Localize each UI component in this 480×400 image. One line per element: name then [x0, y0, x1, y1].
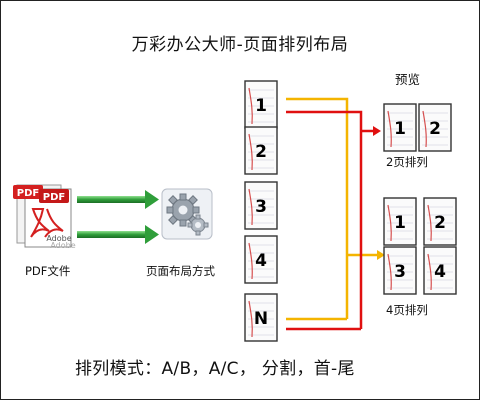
four-page-preview-4-number: 4	[434, 262, 446, 282]
four-page-preview-3: 3	[383, 246, 417, 295]
four-page-layout-label: 4页排列	[386, 303, 428, 317]
source-page-n-number: N	[254, 309, 268, 329]
four-page-preview-2-number: 2	[434, 213, 446, 233]
green-arrow-bottom	[77, 225, 159, 244]
four-page-preview-1: 1	[383, 197, 417, 246]
adobe-text-1: Adobe	[46, 234, 71, 243]
source-page-4: 4	[244, 235, 278, 284]
red-arrowhead	[373, 126, 381, 136]
source-page-1-number: 1	[255, 96, 267, 116]
two-page-preview-2: 2	[418, 103, 452, 152]
diagram-title: 万彩办公大师-页面排列布局	[131, 35, 349, 55]
four-page-preview-2: 2	[423, 197, 457, 246]
pdf-tag-1: PDF	[17, 188, 39, 199]
arrangement-mode-text: 排列模式：A/B，A/C， 分割，首-尾	[75, 359, 355, 379]
two-page-preview-2-number: 2	[429, 119, 441, 139]
source-page-1: 1	[244, 80, 278, 129]
four-page-preview-3-number: 3	[394, 262, 406, 282]
four-page-preview-4: 4	[423, 246, 457, 295]
pdf-file-label: PDF文件	[25, 264, 71, 278]
two-page-preview-1-number: 1	[394, 119, 406, 139]
green-arrow-top	[77, 190, 159, 209]
two-page-preview-1: 1	[383, 103, 417, 152]
adobe-text-2: Adobe	[50, 241, 75, 250]
source-page-2: 2	[244, 126, 278, 175]
two-page-layout-label: 2页排列	[386, 155, 428, 169]
page-layout-label: 页面布局方式	[146, 264, 215, 278]
source-page-3-number: 3	[255, 197, 267, 217]
pdf-tag-2: PDF	[43, 192, 65, 203]
source-page-3: 3	[244, 181, 278, 230]
pdf-files-icon: PDF PDF Adobe Adobe	[13, 184, 76, 250]
source-page-4-number: 4	[255, 251, 267, 271]
red-connector	[286, 110, 373, 331]
preview-label: 预览	[395, 72, 421, 87]
source-page-2-number: 2	[255, 142, 267, 162]
source-page-n: N	[244, 293, 278, 342]
gear-icon	[161, 188, 213, 240]
yellow-arrowhead	[377, 250, 385, 260]
four-page-preview-1-number: 1	[394, 213, 406, 233]
